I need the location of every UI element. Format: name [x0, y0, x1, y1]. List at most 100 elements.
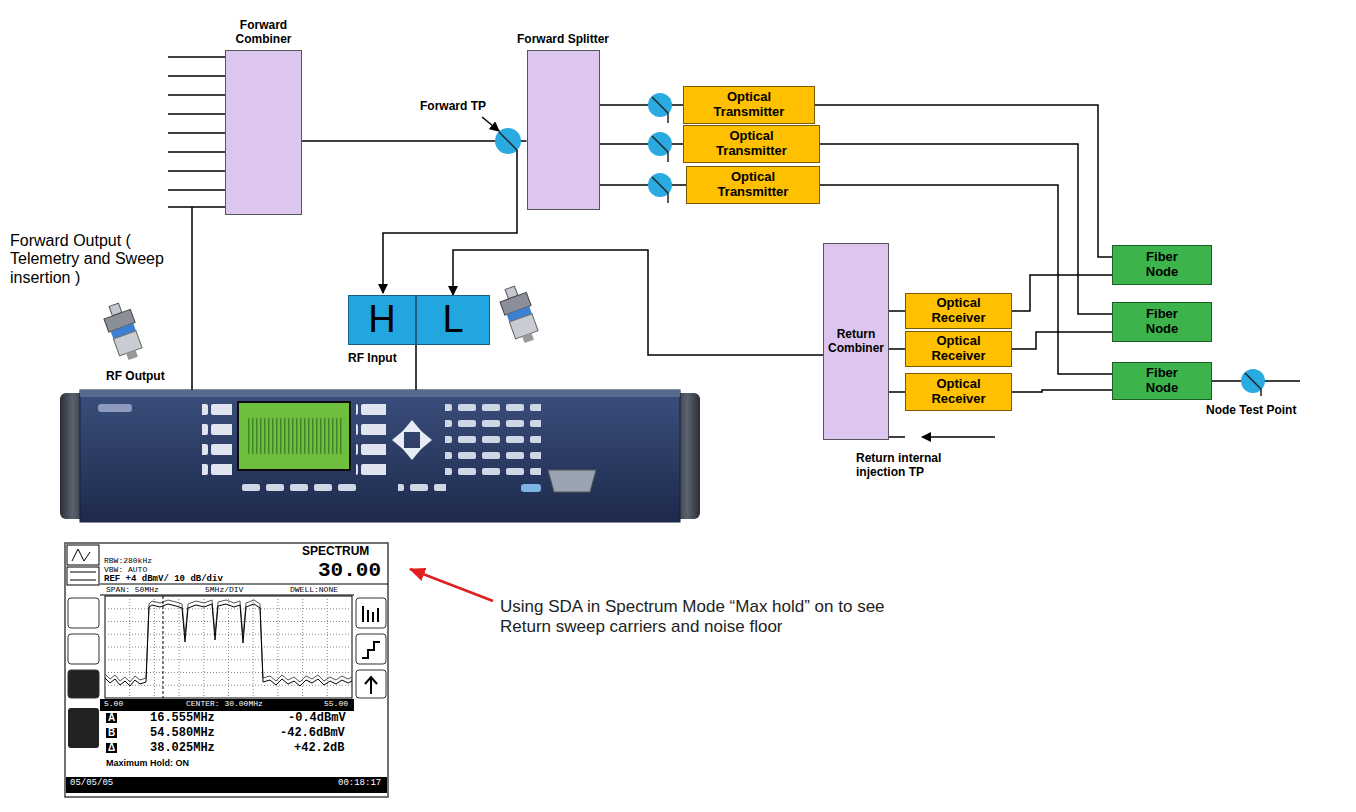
screen-readout: A — [106, 713, 117, 723]
screen-icon — [70, 572, 96, 580]
box-label: Optical Transmitter — [704, 129, 799, 159]
frequency-bar — [100, 699, 354, 711]
softkey-icon — [363, 606, 378, 622]
screen-readout: 5.00 — [104, 700, 123, 708]
status-bar — [66, 777, 387, 793]
screen-readout: SPECTRUM — [302, 545, 369, 557]
annotation-label: RF Input — [348, 352, 397, 366]
marker-line — [163, 596, 164, 698]
node-test-point — [1212, 369, 1300, 396]
combiner-box: Forward Combiner — [225, 50, 302, 215]
softkeys — [356, 402, 386, 482]
connector-body — [113, 331, 142, 356]
screen-readout: Δ — [106, 743, 117, 753]
softkey-icon — [362, 642, 380, 658]
screen-readout: -42.6dBmV — [280, 727, 345, 739]
box-heading: Forward Combiner — [216, 19, 312, 47]
diplex-port: H — [348, 295, 416, 345]
diplex-port: L — [416, 295, 490, 345]
box-label: Optical Transmitter — [706, 170, 801, 200]
fiber-node: Fiber Node — [1112, 362, 1212, 400]
spectrum-screenshot — [65, 543, 388, 797]
screen-readout: B — [106, 728, 117, 738]
right-softkey — [356, 598, 386, 628]
screen-readout: DWELL:NONE — [290, 586, 338, 594]
right-softkey — [356, 634, 386, 664]
device-bevel — [80, 390, 680, 397]
splitter-box: Forward Splitter — [527, 50, 600, 210]
button-row — [238, 484, 358, 500]
nav-key — [402, 448, 422, 460]
tap-line — [1245, 373, 1261, 396]
screen-readout: 16.555MHz — [150, 712, 215, 724]
transmitter-box: Optical Transmitter — [686, 166, 820, 204]
fiber-node: Fiber Node — [1112, 302, 1212, 342]
nav-key — [420, 430, 432, 450]
screen-trace — [246, 418, 342, 454]
nav-key — [392, 430, 404, 450]
softkeys — [202, 402, 232, 482]
keypad — [445, 402, 541, 482]
screen-readout: +42.2dB — [294, 742, 344, 754]
sweep-transceiver-device — [60, 390, 700, 522]
nav-key — [402, 420, 422, 432]
screen-readout: REF +4 dBmV/ 10 dB/div — [104, 575, 223, 584]
device-screen — [238, 402, 350, 470]
live-trace — [105, 604, 352, 686]
signal-line — [453, 250, 823, 355]
connector-tail — [522, 333, 534, 343]
marker-softkey — [68, 708, 99, 748]
signal-line — [302, 140, 527, 142]
screen-readout: 5MHz/DIV — [205, 586, 243, 594]
screen-readout: Maximum Hold: ON — [106, 759, 189, 768]
box-label: H — [368, 298, 395, 342]
box-label: Optical Receiver — [919, 334, 999, 364]
keypad-enter — [521, 484, 541, 492]
left-softkey — [68, 598, 99, 628]
tap-line — [652, 177, 668, 203]
annotation-label: Node Test Point — [1206, 404, 1296, 418]
box-label: Fiber Node — [1132, 250, 1192, 280]
annotation-label: Using SDA in Spectrum Mode “Max hold” on… — [500, 597, 910, 636]
signal-line — [600, 184, 687, 186]
rf-connector-icon — [497, 283, 543, 346]
rf-input-line — [415, 345, 417, 390]
screen-icon — [67, 545, 99, 565]
signal-line — [1012, 390, 1112, 392]
screen-readout: SPAN: 50MHz — [106, 586, 159, 594]
signal-line — [1012, 275, 1112, 311]
combiner-box: Return Combiner — [823, 243, 889, 440]
button-row — [398, 480, 446, 496]
screen-icon — [72, 549, 90, 561]
box-label: Optical Receiver — [919, 296, 999, 326]
annotation-label: RF Output — [106, 370, 165, 384]
annotation-label: Forward Output ( Telemetry and Sweep ins… — [10, 232, 170, 287]
grid-lines — [105, 596, 352, 698]
tap-line — [652, 97, 668, 123]
connector-body — [509, 314, 538, 339]
screen-readout: -0.4dBmV — [288, 712, 346, 724]
screen-readout: CENTER: 30.00MHz — [186, 700, 263, 708]
box-label: Return Combiner — [826, 328, 886, 356]
device-body — [80, 390, 680, 522]
annotation-label: Return internal injection TP — [856, 452, 976, 480]
left-softkey — [68, 670, 99, 698]
screen-readout: 55.00 — [324, 700, 348, 708]
annotation-label: Forward TP — [420, 100, 486, 114]
screen-readout: 00:18:17 — [338, 779, 381, 788]
screen-readout: 54.580MHz — [150, 727, 215, 739]
transmitter-box: Optical Transmitter — [683, 125, 820, 163]
signal-line — [889, 310, 905, 312]
feed-to-h — [383, 150, 517, 293]
screen-icon — [67, 567, 99, 585]
transmitter-box: Optical Transmitter — [683, 86, 815, 124]
screen-frame — [65, 543, 388, 797]
injection-stub — [889, 436, 905, 438]
box-label: L — [442, 298, 463, 342]
fiber-node: Fiber Node — [1112, 245, 1212, 285]
box-label: Optical Receiver — [919, 377, 999, 407]
screen-readout: RBW:280kHz — [104, 557, 152, 565]
callout-arrow — [410, 569, 493, 601]
right-softkey — [356, 670, 386, 698]
screen-readout: VBW: AUTO — [104, 566, 147, 574]
